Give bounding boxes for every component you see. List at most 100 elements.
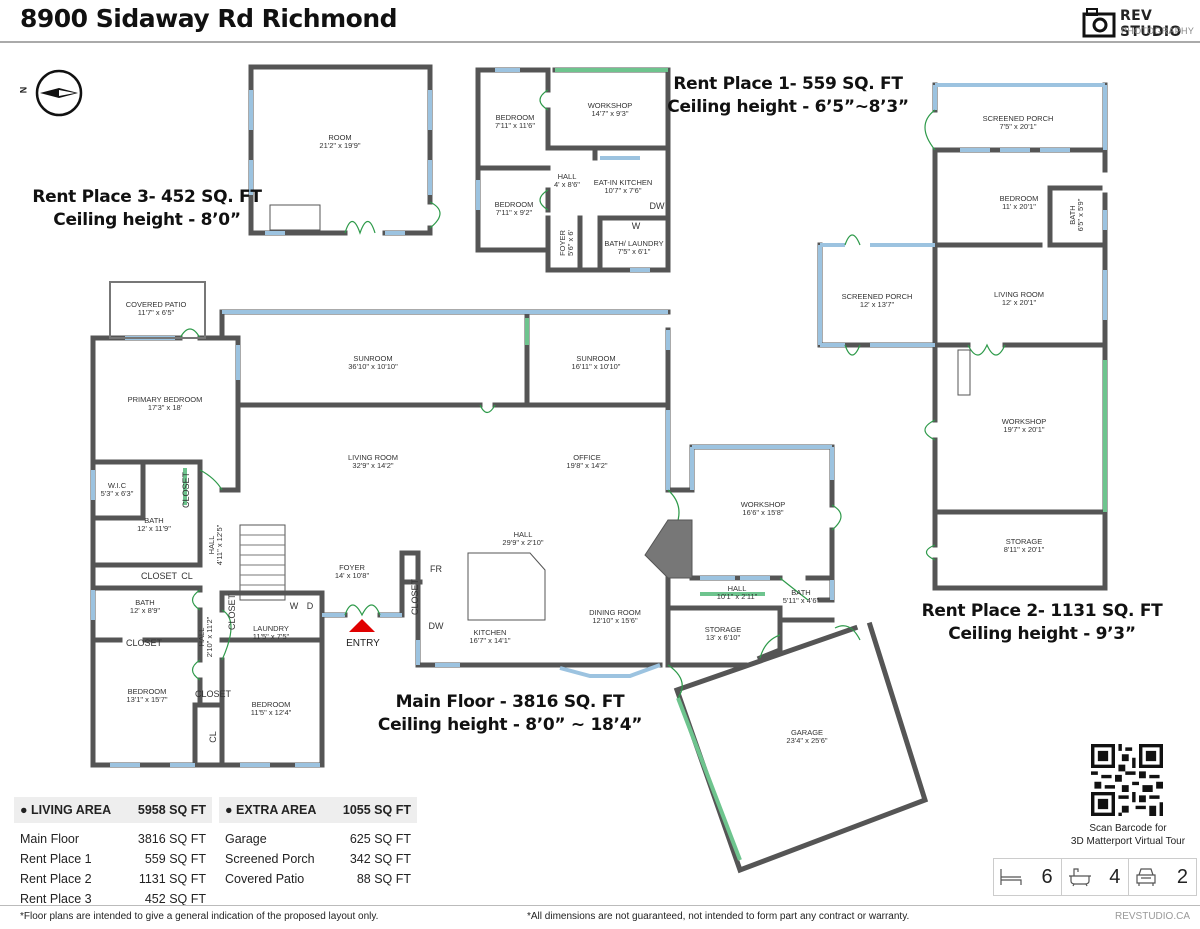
room-name: OFFICE xyxy=(573,453,601,462)
fixture-label: D xyxy=(306,601,314,611)
heading-area: Main Floor - 3816 SQ. FT xyxy=(395,692,625,712)
glass-doors xyxy=(183,68,1107,861)
room-dimensions: 23'4" x 25'6" xyxy=(786,736,828,745)
room-dimensions: 7'5" x 20'1" xyxy=(999,122,1037,131)
heading-ceiling: Ceiling height - 8’0” xyxy=(53,210,241,230)
room-name: HALL xyxy=(557,172,577,181)
room-name: SUNROOM xyxy=(576,354,616,363)
living-area-label: ● LIVING AREA xyxy=(20,803,112,817)
fixture-label: W xyxy=(289,601,299,611)
garage-count: 2 xyxy=(1176,865,1189,888)
heading-ceiling: Ceiling height - 8’0” ~ 18’4” xyxy=(377,715,643,735)
room-dimensions: 32'9" x 14'2" xyxy=(352,461,394,470)
fireplace xyxy=(644,519,693,579)
room-dimensions: 4'11" x 12'5" xyxy=(215,524,224,566)
disclaimer-layout: *Floor plans are intended to give a gene… xyxy=(20,911,379,922)
car-icon xyxy=(1136,868,1156,886)
compass-north-label: N xyxy=(18,86,29,94)
camera-icon xyxy=(1082,8,1116,38)
heading-area: Rent Place 1- 559 SQ. FT xyxy=(673,74,903,94)
room-dimensions: 12' x 13'7" xyxy=(859,300,895,309)
room-name: WORKSHOP xyxy=(740,500,786,509)
fixture-label: CLOSET xyxy=(125,638,163,648)
room-name: HALL xyxy=(513,530,533,539)
room-dimensions: 10'7" x 7'6" xyxy=(604,186,642,195)
room-dimensions: 6'5" x 5'9" xyxy=(1076,198,1085,232)
room-dimensions: 13'1" x 15'7" xyxy=(126,695,168,704)
room-dimensions: 4' x 8'6" xyxy=(554,180,580,189)
fixture-label: W xyxy=(631,221,641,231)
room-dimensions: 7'5" x 6'1" xyxy=(617,247,651,256)
fixture-label: DW xyxy=(428,621,444,631)
room-dimensions: 11'7" x 6'5" xyxy=(137,308,175,317)
room-dimensions: 14'7" x 9'3" xyxy=(591,109,629,118)
heading-ceiling: Ceiling height - 6’5”~8’3” xyxy=(667,97,909,117)
qr-code[interactable] xyxy=(1091,744,1163,816)
footer-divider xyxy=(0,905,1200,906)
fixture-label: FR xyxy=(430,564,442,574)
bedrooms-stat: 6 xyxy=(994,859,1062,895)
room-name: STORAGE xyxy=(1005,537,1043,546)
room-dimensions: 2'10" x 11'2" xyxy=(205,616,214,658)
room-dimensions: 8'11" x 20'1" xyxy=(1003,545,1045,554)
room-name: LAUNDRY xyxy=(253,624,289,633)
living-area-total: 5958 SQ FT xyxy=(137,803,206,817)
doors xyxy=(179,89,1006,699)
website-link[interactable]: REVSTUDIO.CA xyxy=(1114,911,1190,922)
fixture-label: CLOSET xyxy=(227,593,237,631)
room-dimensions: 16'7" x 14'1" xyxy=(469,636,511,645)
room-dimensions: 17'3" x 18' xyxy=(147,403,183,412)
rent-place-2-heading: Rent Place 2- 1131 SQ. FT Ceiling height… xyxy=(922,600,1163,646)
room-name: W.I.C xyxy=(107,481,127,490)
room-name: SUNROOM xyxy=(353,354,393,363)
fixture-label: CL xyxy=(181,571,193,581)
entry-label: ENTRY xyxy=(346,638,380,649)
room-dimensions: 7'11" x 9'2" xyxy=(495,208,533,217)
heading-area: Rent Place 3- 452 SQ. FT xyxy=(32,187,262,207)
rent-place-1-heading: Rent Place 1- 559 SQ. FT Ceiling height … xyxy=(667,73,909,119)
fixture-label: CLOSET xyxy=(194,689,232,699)
bathtub-icon xyxy=(1068,868,1091,887)
room-name: GARAGE xyxy=(790,728,824,737)
room-name: LIVING ROOM xyxy=(347,453,399,462)
compass-icon xyxy=(35,69,83,117)
main-floor-heading: Main Floor - 3816 SQ. FT Ceiling height … xyxy=(377,691,643,737)
room-name: BEDROOM xyxy=(127,687,167,696)
bedrooms-count: 6 xyxy=(1041,865,1053,888)
fixture-label: CLOSET xyxy=(181,471,191,509)
property-stats: 6 4 2 xyxy=(993,858,1197,896)
room-name: BEDROOM xyxy=(494,200,534,209)
disclaimer-dimensions: *All dimensions are not guaranteed, not … xyxy=(527,911,910,922)
room-dimensions: 29'9" x 2'10" xyxy=(502,538,544,547)
fixture-label: DW xyxy=(649,201,665,211)
logo-subtext: PHOTOGRAPHY xyxy=(1121,26,1195,36)
